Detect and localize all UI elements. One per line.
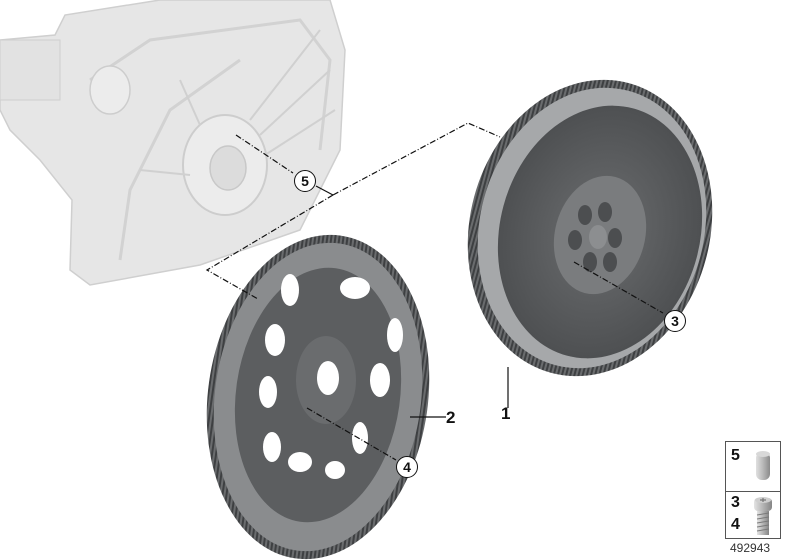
legend-row-bolt: 3 4 [726, 492, 780, 538]
legend-row-dowel: 5 [726, 442, 780, 492]
callout-5[interactable]: 5 [294, 170, 316, 192]
callout-4[interactable]: 4 [396, 456, 418, 478]
parts-legend: 5 3 4 [725, 441, 781, 539]
flexplate-part-2[interactable] [186, 220, 449, 560]
torx-bolt-icon [754, 497, 772, 535]
document-number: 492943 [730, 541, 771, 555]
dual-mass-flywheel-part-1[interactable] [435, 52, 744, 404]
dowel-pin-icon [756, 451, 770, 480]
callout-2[interactable]: 2 [446, 408, 456, 427]
callout-1[interactable]: 1 [501, 404, 511, 423]
engine-block-ghost [0, 0, 346, 286]
leader-lines [205, 122, 664, 461]
callout-3[interactable]: 3 [664, 310, 686, 332]
